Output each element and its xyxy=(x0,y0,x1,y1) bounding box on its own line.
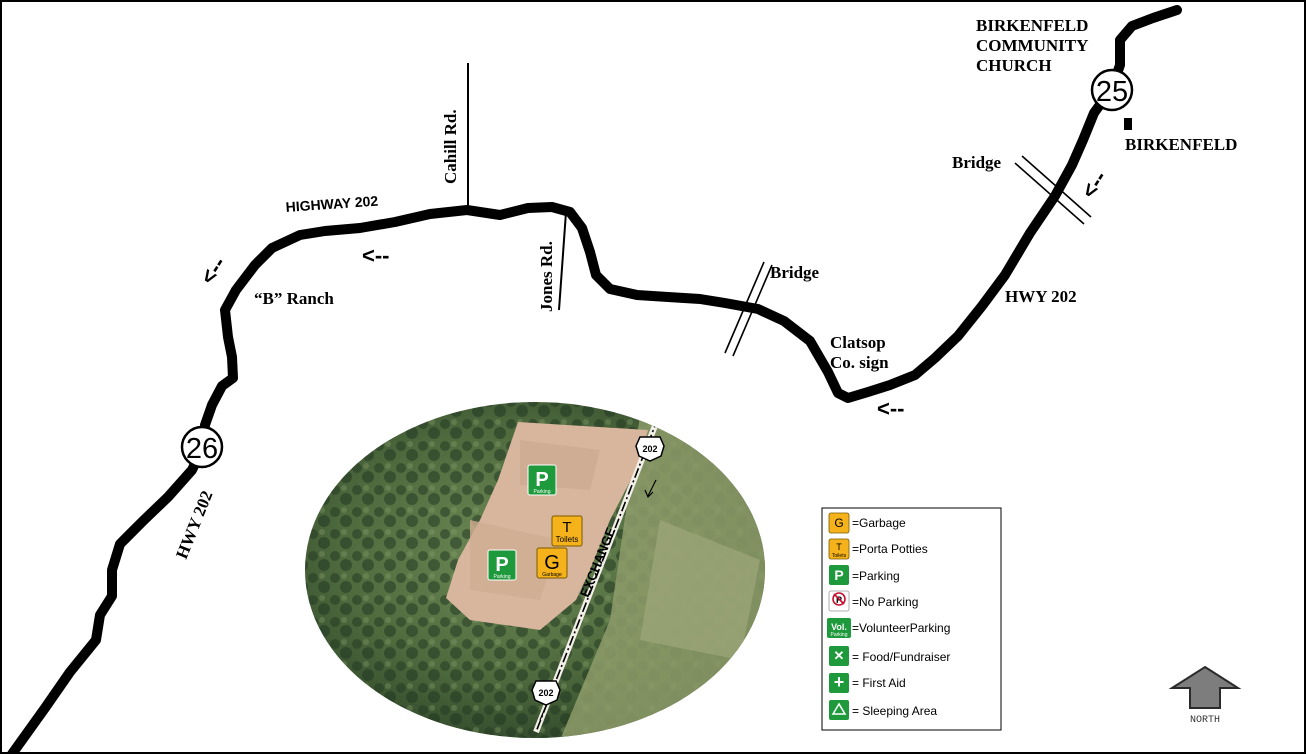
svg-text:202: 202 xyxy=(538,688,553,698)
legend-food-label: = Food/Fundraiser xyxy=(852,650,950,664)
highway-202-label: HIGHWAY 202 xyxy=(285,193,379,215)
svg-text:T: T xyxy=(562,519,571,536)
legend-box xyxy=(821,507,1002,731)
bridge-middle-label: Bridge xyxy=(770,263,820,282)
toilets-icon xyxy=(828,538,850,560)
first-aid-icon xyxy=(829,673,849,693)
legend-first-aid: + = First Aid xyxy=(829,672,906,693)
svg-text:25: 25 xyxy=(1096,76,1128,108)
food-icon xyxy=(829,646,849,666)
cahill-road-label: Cahill Rd. xyxy=(441,109,460,184)
legend-volunteer-parking-label: =VolunteerParking xyxy=(852,621,950,635)
jones-road-label: Jones Rd. xyxy=(537,241,556,312)
parking-icon xyxy=(829,565,849,585)
birkenfeld-label: BIRKENFELD xyxy=(1125,135,1237,154)
clatsop-sign-line-2: Co. sign xyxy=(830,353,889,372)
svg-text:Toilets: Toilets xyxy=(556,535,579,544)
route-202-shield-bottom: 202 xyxy=(531,680,561,706)
direction-arrow-middle: <-- xyxy=(362,243,390,268)
svg-text:G: G xyxy=(834,516,843,530)
photo-direction-arrow-top xyxy=(647,479,657,497)
svg-text:Parking: Parking xyxy=(534,489,551,495)
svg-text:Toilets: Toilets xyxy=(832,553,847,559)
svg-text:✕: ✕ xyxy=(834,648,845,663)
birkenfeld-marker xyxy=(1124,118,1132,130)
svg-text:26: 26 xyxy=(186,433,218,465)
hwy-202-east-label: HWY 202 xyxy=(1005,287,1077,306)
direction-arrow-south: <-- xyxy=(877,396,905,421)
legend-parking: P =Parking xyxy=(829,565,900,585)
legend: G =Garbage T Toilets =Porta Potties P =P… xyxy=(821,507,1002,731)
site-garbage-icon: G Garbage xyxy=(536,547,568,579)
legend-no-parking: P =No Parking xyxy=(828,590,918,612)
church-label-line-1: BIRKENFELD xyxy=(976,16,1088,35)
legend-porta-potties-label: =Porta Potties xyxy=(852,542,928,556)
milepost-26-shield: 26 xyxy=(180,425,224,469)
clatsop-sign-line-1: Clatsop xyxy=(830,333,886,352)
svg-text:P: P xyxy=(834,567,843,583)
bridge-east xyxy=(1014,155,1092,225)
svg-text:+: + xyxy=(834,672,845,692)
north-arrow: NORTH xyxy=(1168,665,1242,726)
svg-text:202: 202 xyxy=(642,444,657,454)
b-ranch-label: “B” Ranch xyxy=(254,289,334,308)
svg-text:P: P xyxy=(535,469,548,491)
photo-direction-arrow-bottom xyxy=(539,705,547,721)
garbage-icon xyxy=(828,512,850,534)
legend-garbage: G =Garbage xyxy=(828,512,906,534)
legend-first-aid-label: = First Aid xyxy=(852,676,906,690)
clatsop-sign-label: Clatsop Co. sign xyxy=(830,333,890,372)
legend-parking-label: =Parking xyxy=(852,569,900,583)
camping-icon xyxy=(829,700,849,720)
hwy-202-west-label: HWY 202 xyxy=(172,488,216,562)
volunteer-parking-icon xyxy=(827,618,851,638)
church-label-line-3: CHURCH xyxy=(976,56,1052,75)
route-202-shield-top: 202 xyxy=(635,436,665,462)
svg-text:P: P xyxy=(495,554,508,576)
north-arrow-icon xyxy=(1168,665,1242,709)
bridge-middle xyxy=(724,261,773,357)
legend-porta-potties: T Toilets =Porta Potties xyxy=(828,538,928,560)
site-parking-icon-2: P Parking xyxy=(487,549,517,581)
direction-arrow-west: <-- xyxy=(195,252,231,289)
svg-text:G: G xyxy=(544,552,560,574)
legend-garbage-label: =Garbage xyxy=(852,516,906,530)
svg-text:Parking: Parking xyxy=(494,574,511,580)
legend-volunteer-parking: Vol. Parking =VolunteerParking xyxy=(827,618,950,638)
site-parking-icon-1: P Parking xyxy=(527,464,557,496)
legend-food: ✕ = Food/Fundraiser xyxy=(829,646,950,666)
church-label-line-2: COMMUNITY xyxy=(976,36,1088,55)
site-toilets-icon: T Toilets xyxy=(551,515,583,547)
jones-road xyxy=(558,211,567,311)
direction-arrow-east: <-- xyxy=(1076,166,1112,203)
church-label: BIRKENFELD COMMUNITY CHURCH xyxy=(976,16,1093,75)
svg-text:Parking: Parking xyxy=(831,632,848,638)
svg-text:T: T xyxy=(836,542,842,552)
milepost-25-shield: 25 xyxy=(1090,68,1134,112)
bridge-east-label: Bridge xyxy=(952,153,1002,172)
legend-sleeping-area: = Sleeping Area xyxy=(829,700,937,720)
svg-text:Vol.: Vol. xyxy=(831,622,847,632)
north-label: NORTH xyxy=(1190,715,1220,726)
svg-text:Garbage: Garbage xyxy=(542,572,562,578)
legend-no-parking-label: =No Parking xyxy=(852,595,918,609)
legend-sleeping-area-label: = Sleeping Area xyxy=(852,704,937,718)
